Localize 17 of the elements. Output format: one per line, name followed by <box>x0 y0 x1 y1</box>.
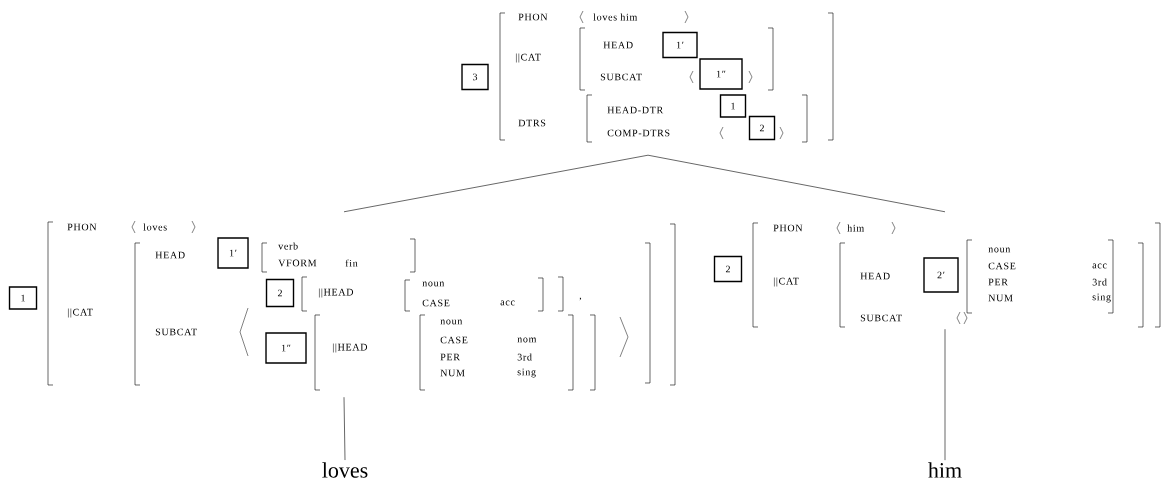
tag-box: 3 <box>461 63 489 91</box>
tag-box: 1″ <box>699 58 743 90</box>
tag-box: 1 <box>719 94 747 118</box>
word: loves <box>322 462 368 478</box>
tag-box: 1 <box>8 286 38 310</box>
tag-box: 1″ <box>265 332 307 364</box>
tag-box: 1′ <box>217 237 249 269</box>
tree-branch <box>647 154 946 213</box>
tree-branch <box>343 154 649 213</box>
word: him <box>928 462 962 478</box>
tag-box: 1′ <box>662 31 698 59</box>
tree-branch <box>343 396 346 461</box>
tree-branch <box>944 328 946 461</box>
tag-box: 2′ <box>923 257 959 293</box>
tag-box: 2 <box>748 115 776 141</box>
tag-box: 2 <box>713 255 743 283</box>
tag-box: 2 <box>265 278 295 308</box>
